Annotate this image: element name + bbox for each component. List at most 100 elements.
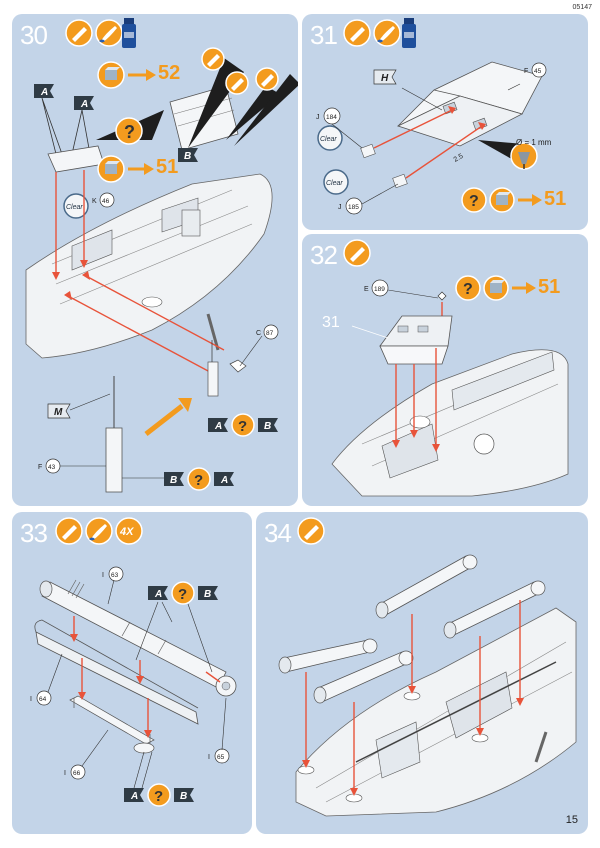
torpedo-tube bbox=[375, 554, 478, 619]
svg-text:Clear: Clear bbox=[320, 136, 337, 143]
svg-text:4X: 4X bbox=[119, 526, 134, 538]
step-number: 33 bbox=[20, 518, 48, 548]
tag-h: H bbox=[373, 69, 397, 85]
clear-glue-icon: Clear bbox=[323, 169, 349, 195]
glue-tube-icon bbox=[343, 239, 371, 267]
glue-tube-icon bbox=[201, 47, 225, 71]
clear-glue-icon: Clear bbox=[63, 193, 89, 219]
svg-text:46: 46 bbox=[102, 198, 110, 205]
svg-text:184: 184 bbox=[326, 114, 337, 121]
part-box-icon bbox=[489, 187, 515, 213]
svg-text:A: A bbox=[80, 99, 88, 110]
svg-text:H: H bbox=[381, 73, 389, 84]
tag-a: A bbox=[74, 96, 94, 110]
ref-step-52: 52 bbox=[158, 62, 181, 84]
drill-size: 2.5 bbox=[453, 153, 465, 164]
svg-text:?: ? bbox=[469, 193, 479, 210]
svg-text:I: I bbox=[102, 572, 104, 579]
svg-text:?: ? bbox=[178, 586, 187, 603]
question-icon: ? bbox=[115, 117, 143, 145]
glue-tube-icon bbox=[225, 71, 249, 95]
step-number: 30 bbox=[20, 20, 48, 50]
svg-text:65: 65 bbox=[217, 754, 225, 761]
part-label: I 64 bbox=[30, 690, 52, 706]
svg-text:A: A bbox=[130, 791, 138, 802]
svg-text:B: B bbox=[170, 475, 177, 486]
step-number: 34 bbox=[264, 518, 292, 548]
svg-text:B: B bbox=[180, 791, 187, 802]
svg-text:I: I bbox=[30, 696, 32, 703]
part-label: C 87 bbox=[256, 324, 279, 340]
svg-text:?: ? bbox=[194, 472, 203, 489]
glue-tube-icon bbox=[65, 19, 93, 47]
question-icon: ? bbox=[231, 413, 255, 437]
svg-text:C: C bbox=[256, 330, 261, 337]
svg-text:Clear: Clear bbox=[326, 180, 343, 187]
step-34-drawing bbox=[278, 517, 577, 817]
drill-icon bbox=[510, 142, 538, 170]
question-icon: ? bbox=[147, 783, 171, 807]
svg-text:M: M bbox=[54, 407, 63, 418]
torpedo-tube bbox=[443, 580, 546, 639]
question-icon: ? bbox=[187, 467, 211, 491]
svg-text:87: 87 bbox=[266, 330, 274, 337]
multiplier-badge: 4X bbox=[115, 517, 143, 545]
svg-text:?: ? bbox=[463, 281, 473, 298]
svg-text:185: 185 bbox=[348, 204, 359, 211]
page-number: 15 bbox=[565, 814, 578, 826]
tag-a: A bbox=[208, 418, 228, 432]
part-label: I 63 bbox=[102, 566, 124, 582]
sub-assembly-ref: 31 bbox=[322, 314, 340, 331]
svg-text:45: 45 bbox=[534, 68, 542, 75]
svg-text:63: 63 bbox=[111, 572, 119, 579]
glue-tube-icon bbox=[343, 19, 371, 47]
svg-text:B: B bbox=[264, 421, 271, 432]
svg-text:64: 64 bbox=[39, 696, 47, 703]
part-label: J 184 bbox=[316, 107, 341, 125]
part-label: J 185 bbox=[338, 197, 363, 215]
ref-step-51: 51 bbox=[544, 188, 567, 210]
svg-text:J: J bbox=[338, 204, 342, 211]
tag-m: M bbox=[47, 403, 71, 419]
svg-text:A: A bbox=[154, 589, 162, 600]
step-34-panel: 34 bbox=[256, 512, 588, 834]
glue-tube-icon bbox=[255, 67, 279, 91]
step-number: 31 bbox=[310, 20, 338, 50]
svg-text:J: J bbox=[316, 114, 320, 121]
brush-icon bbox=[95, 19, 123, 47]
step-number: 32 bbox=[310, 240, 338, 270]
ref-step-51: 51 bbox=[538, 276, 561, 298]
tag-b: B bbox=[174, 788, 194, 802]
question-icon: ? bbox=[455, 275, 481, 301]
svg-text:Clear: Clear bbox=[66, 204, 83, 211]
tag-b: B bbox=[198, 586, 218, 600]
glue-tube-icon bbox=[297, 517, 325, 545]
svg-text:E: E bbox=[364, 286, 369, 293]
part-label: I 66 bbox=[64, 764, 86, 780]
svg-text:43: 43 bbox=[48, 464, 56, 471]
clear-glue-icon: Clear bbox=[317, 125, 343, 151]
question-icon: ? bbox=[461, 187, 487, 213]
paint-jar-icon bbox=[122, 18, 136, 48]
svg-text:?: ? bbox=[154, 788, 163, 805]
svg-text:66: 66 bbox=[73, 770, 81, 777]
svg-text:A: A bbox=[40, 87, 48, 98]
brush-icon bbox=[373, 19, 401, 47]
tag-b: B bbox=[178, 148, 198, 162]
svg-text:I: I bbox=[64, 770, 66, 777]
tag-a: A bbox=[148, 586, 168, 600]
ref-step-51: 51 bbox=[156, 156, 179, 178]
tag-b: B bbox=[258, 418, 278, 432]
tag-a: A bbox=[34, 84, 54, 98]
